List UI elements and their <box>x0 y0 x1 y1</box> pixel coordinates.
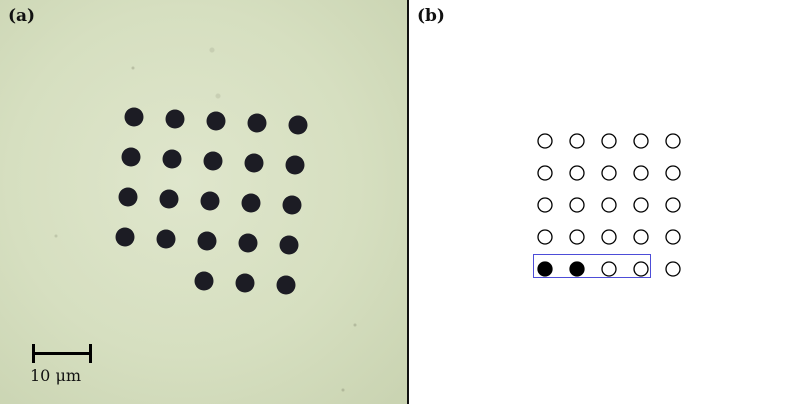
highlight-box <box>533 254 651 278</box>
micrograph-dot <box>244 153 264 173</box>
micrograph-dot <box>288 115 308 135</box>
empty-dot <box>633 261 649 277</box>
empty-dot <box>601 197 617 213</box>
empty-dot <box>569 133 585 149</box>
micrograph-dot <box>159 189 179 209</box>
dot-array-photo <box>115 107 308 295</box>
empty-dot <box>665 229 681 245</box>
empty-dot <box>601 133 617 149</box>
micrograph-dot <box>285 155 305 175</box>
micrograph-dot <box>247 113 267 133</box>
empty-dot <box>601 229 617 245</box>
empty-dot <box>633 165 649 181</box>
scale-bar-cap-left <box>32 344 35 363</box>
micrograph-dot <box>124 107 144 127</box>
empty-dot <box>601 165 617 181</box>
empty-dot <box>633 133 649 149</box>
micrograph-dot <box>200 191 220 211</box>
scale-bar-cap-right <box>89 344 92 363</box>
empty-dot <box>665 133 681 149</box>
scale-bar-label: 10 μm <box>30 366 82 385</box>
filled-dot <box>537 261 553 277</box>
micrograph-dot <box>197 231 217 251</box>
dot-array-schematic <box>537 133 681 277</box>
empty-dot <box>665 197 681 213</box>
empty-dot <box>601 261 617 277</box>
micrograph-dot <box>279 235 299 255</box>
micrograph-panel: (a) 10 μm <box>0 0 408 404</box>
micrograph-dot <box>165 109 185 129</box>
micrograph-dot <box>238 233 258 253</box>
empty-dot <box>537 133 553 149</box>
micrograph-dot <box>115 227 135 247</box>
empty-dot <box>569 165 585 181</box>
micrograph-dot <box>235 273 255 293</box>
empty-dot <box>537 165 553 181</box>
micrograph-dot <box>162 149 182 169</box>
micrograph-dot <box>121 147 141 167</box>
panel-b-label: (b) <box>417 6 445 26</box>
empty-dot <box>569 229 585 245</box>
empty-dot <box>665 261 681 277</box>
micrograph-dot <box>206 111 226 131</box>
empty-dot <box>537 197 553 213</box>
micrograph-dot <box>118 187 138 207</box>
filled-dot <box>569 261 585 277</box>
empty-dot <box>537 229 553 245</box>
micrograph-dot <box>276 275 296 295</box>
panel-a-label: (a) <box>8 6 36 26</box>
micrograph-dot <box>282 195 302 215</box>
scale-bar <box>32 344 92 363</box>
micrograph-dot <box>156 229 176 249</box>
empty-dot <box>569 197 585 213</box>
micrograph-dot <box>194 271 214 291</box>
empty-dot <box>633 197 649 213</box>
micrograph-dot <box>241 193 261 213</box>
scale-bar-line <box>32 352 92 355</box>
empty-dot <box>633 229 649 245</box>
panel-divider <box>407 0 409 404</box>
empty-dot <box>665 165 681 181</box>
micrograph-dot <box>203 151 223 171</box>
schematic-panel: (b) <box>409 0 794 404</box>
